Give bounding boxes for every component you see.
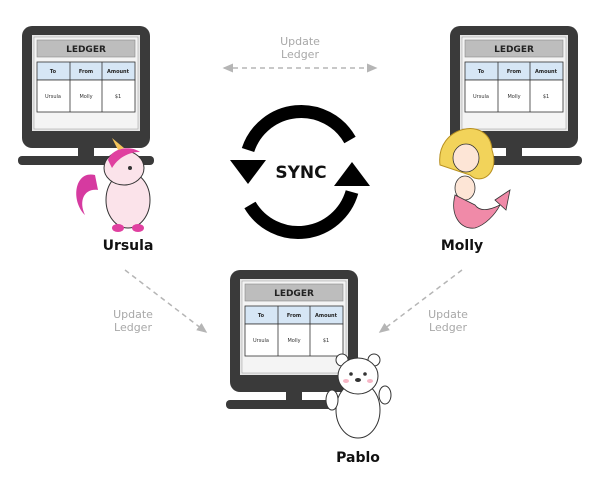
arrow-right-dashed <box>378 269 463 333</box>
col-to: To <box>478 69 485 75</box>
cell-amount: $1 <box>543 94 549 100</box>
arrow-left-dashed <box>124 269 208 333</box>
col-from: From <box>507 69 521 75</box>
col-amount: Amount <box>107 69 130 75</box>
unicorn-character-icon <box>76 138 151 232</box>
mermaid-character-icon <box>439 128 511 229</box>
user-name-ursula: Ursula <box>103 238 154 254</box>
user-name-pablo: Pablo <box>336 450 380 466</box>
label-left-line2: Ledger <box>114 321 152 334</box>
sync-cycle-icon <box>230 105 370 239</box>
col-amount: Amount <box>535 69 558 75</box>
monitor-ursula: LEDGER To From Amount Ursula Molly $1 <box>17 25 155 166</box>
cell-from: Molly <box>507 94 520 100</box>
user-name-molly: Molly <box>441 238 483 254</box>
cell-to: Ursula <box>473 94 489 100</box>
col-to: To <box>50 69 57 75</box>
col-to: To <box>258 313 265 319</box>
label-right-line1: Update <box>428 308 468 321</box>
label-right-line2: Ledger <box>429 321 467 334</box>
cell-from: Molly <box>79 94 92 100</box>
col-from: From <box>79 69 93 75</box>
label-left-line1: Update <box>113 308 153 321</box>
monitor-pablo: LEDGER To From Amount Ursula Molly $1 <box>225 269 363 410</box>
label-top-line2: Ledger <box>281 48 319 61</box>
polar-bear-character-icon <box>325 353 392 439</box>
col-amount: Amount <box>315 313 338 319</box>
ledger-title: LEDGER <box>66 45 106 55</box>
cell-to: Ursula <box>45 94 61 100</box>
cell-to: Ursula <box>253 338 269 344</box>
cell-amount: $1 <box>115 94 121 100</box>
monitor-molly: LEDGER To From Amount Ursula Molly $1 <box>445 25 583 166</box>
label-top-line1: Update <box>280 35 320 48</box>
cell-amount: $1 <box>323 338 329 344</box>
sync-label: SYNC <box>275 163 326 183</box>
col-from: From <box>287 313 301 319</box>
ledger-title: LEDGER <box>274 289 314 299</box>
ledger-title: LEDGER <box>494 45 534 55</box>
cell-from: Molly <box>287 338 300 344</box>
